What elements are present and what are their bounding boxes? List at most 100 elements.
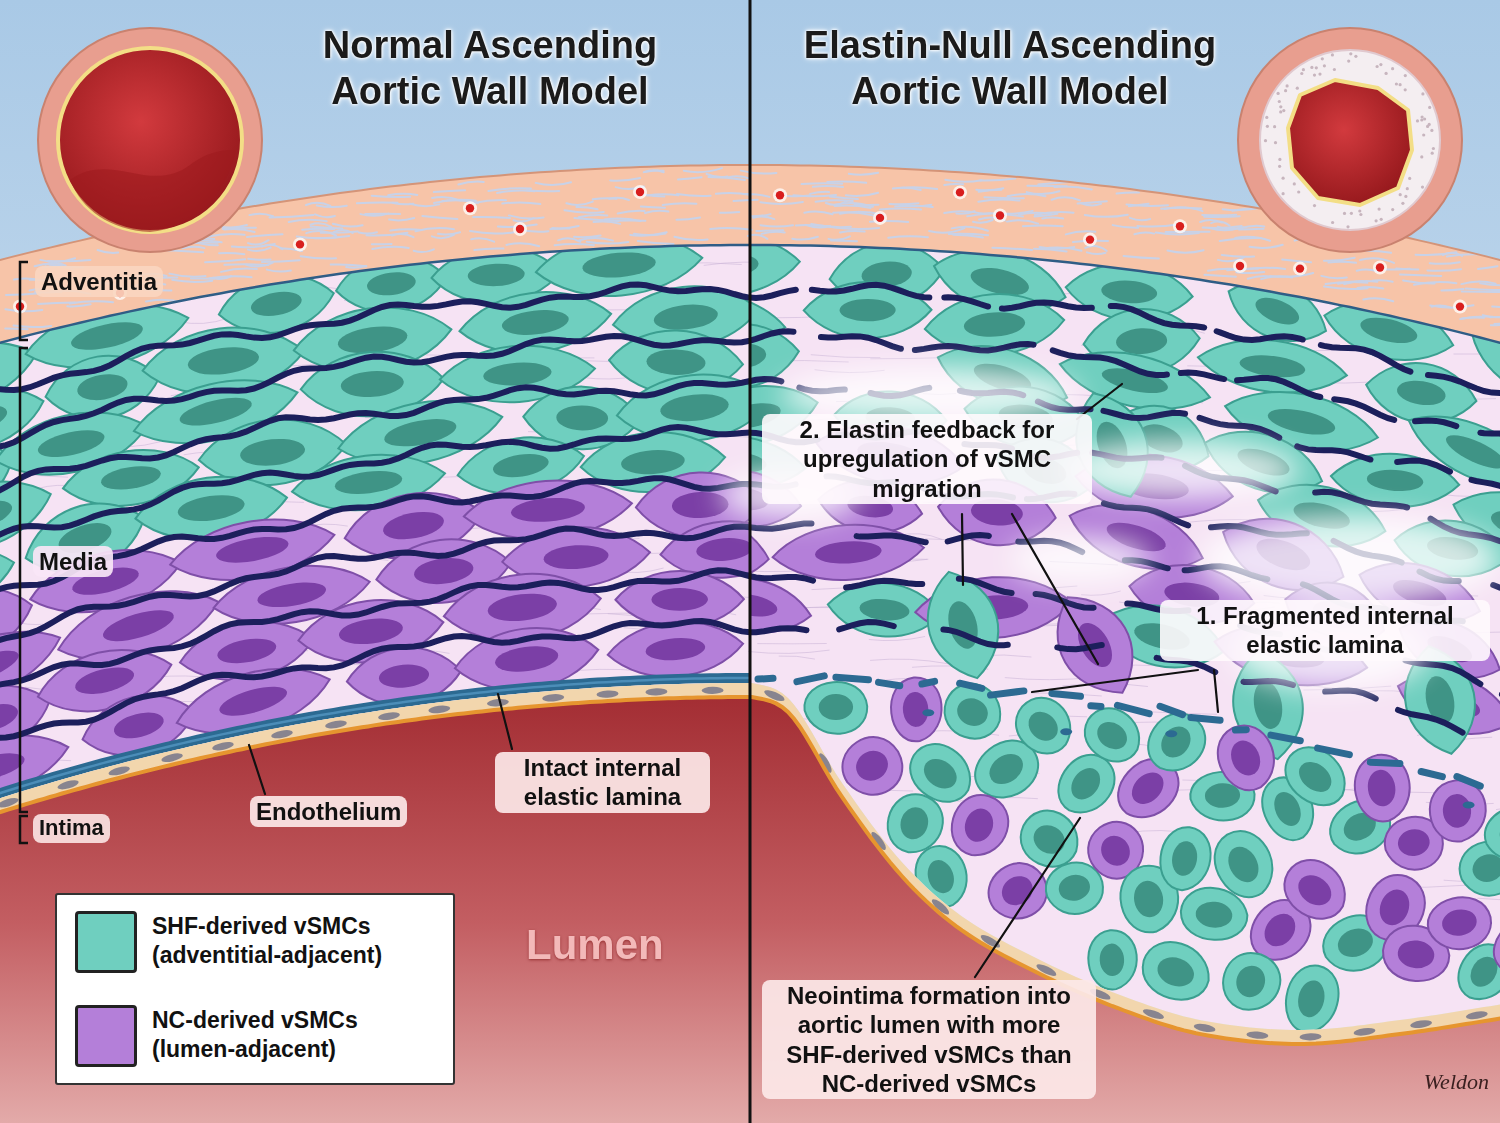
cell-nucleus [1396, 827, 1432, 858]
collagen-fiber [594, 221, 621, 223]
collagen-fiber [574, 235, 601, 237]
speckle [1431, 152, 1434, 155]
collagen-fiber [762, 232, 785, 234]
cell-nucleus [859, 597, 911, 623]
vsmc-cell [804, 681, 868, 734]
cell-nucleus [1252, 292, 1303, 330]
collagen-fiber [810, 192, 829, 194]
cell-nucleus [1195, 900, 1234, 929]
cell-nucleus [1115, 327, 1167, 355]
endothelial-nucleus [645, 688, 667, 696]
collagen-fiber [432, 235, 454, 238]
speckle [1313, 204, 1316, 207]
collagen-fiber [357, 201, 398, 204]
endothelial-nucleus [487, 698, 510, 707]
collagen-fiber [471, 238, 494, 242]
collagen-fiber [744, 194, 770, 197]
lamina-fragment [922, 709, 934, 716]
collagen-fiber [208, 234, 245, 237]
lamina-fragment [1463, 802, 1475, 809]
speckle [1331, 53, 1334, 56]
cell-nucleus [543, 543, 609, 571]
collagen-fiber [840, 231, 865, 232]
speckle [1354, 55, 1357, 58]
lamina-fragment [836, 677, 869, 680]
cell-nucleus [0, 400, 10, 438]
collagen-fiber [1427, 269, 1461, 271]
speckle [1423, 117, 1426, 120]
collagen-fiber [647, 194, 678, 195]
collagen-fiber [1042, 218, 1063, 219]
elastic-laminae [0, 284, 750, 737]
cell-nucleus [556, 405, 608, 431]
collagen-fiber [1328, 262, 1356, 263]
cell-nucleus [984, 748, 1029, 791]
cell-nucleus [100, 604, 177, 648]
speckle [1430, 129, 1433, 132]
vasa-vasorum [1376, 263, 1384, 271]
collagen-fiber [223, 228, 256, 229]
cell-nucleus [249, 288, 304, 320]
collagen-fiber [1081, 203, 1101, 205]
matrix-fiber [870, 659, 948, 664]
speckle [1391, 67, 1394, 70]
collagen-fiber [638, 241, 674, 244]
speckle [1274, 141, 1277, 144]
collagen-fiber [753, 217, 774, 220]
vasa-vasorum [516, 225, 524, 233]
migration-glow [720, 367, 1500, 690]
collagen-fiber [270, 215, 314, 218]
speckle [1282, 177, 1285, 180]
speckle [1318, 73, 1321, 76]
vasa-vasorum [1176, 222, 1184, 230]
matrix-fiber [779, 656, 815, 659]
speckle [1284, 89, 1287, 92]
collagen-fiber [1124, 256, 1159, 259]
region-label: Lumen [520, 918, 670, 971]
collagen-fiber [388, 194, 417, 195]
glow [1200, 515, 1500, 605]
collagen-fiber [536, 182, 571, 185]
collagen-fiber [438, 232, 460, 234]
cell-body [1195, 332, 1350, 401]
icon-speckles [1264, 52, 1435, 228]
lamina-fragment [797, 676, 824, 682]
structure-label: Intact internal elastic lamina [495, 752, 710, 813]
panel-heading: Normal Ascending Aortic Wall Model [290, 22, 690, 115]
collagen-fiber [301, 256, 336, 258]
collagen-fiber [952, 227, 988, 231]
vasa-vasorum [1373, 261, 1387, 275]
collagen-fiber [1261, 276, 1292, 279]
cell-nucleus [501, 307, 570, 338]
collagen-fiber [980, 178, 1015, 180]
collagen-fiber [630, 232, 667, 236]
cell-nucleus [750, 341, 767, 370]
collagen-fiber [1127, 205, 1169, 206]
collagen-fiber [1441, 289, 1463, 291]
cell-body [1280, 961, 1344, 1038]
cell-body [936, 676, 1009, 748]
collagen-fiber [1466, 289, 1500, 290]
cell-nucleus [1442, 793, 1473, 829]
cell-nucleus [1293, 756, 1337, 798]
vasa-vasorum [876, 214, 884, 222]
cell-nucleus [1396, 938, 1436, 970]
speckle [1297, 190, 1300, 193]
cell-nucleus [1126, 766, 1170, 810]
bracket [20, 348, 28, 812]
cell-nucleus [0, 699, 21, 737]
collagen-fiber [684, 168, 722, 172]
vasa-vasorum [873, 211, 887, 225]
collagen-fiber [248, 258, 270, 261]
collagen-fiber [306, 203, 330, 206]
legend-swatch [75, 1005, 137, 1067]
cell-nucleus [186, 344, 260, 379]
cell-nucleus [1375, 885, 1414, 929]
collagen-fiber [1052, 197, 1080, 200]
cell-nucleus [1100, 279, 1157, 305]
collagen-fiber [1087, 252, 1106, 254]
collagen-fiber [566, 202, 592, 205]
leader-lines [249, 384, 1218, 977]
collagen-fiber [1432, 306, 1450, 308]
speckle [1286, 84, 1289, 87]
